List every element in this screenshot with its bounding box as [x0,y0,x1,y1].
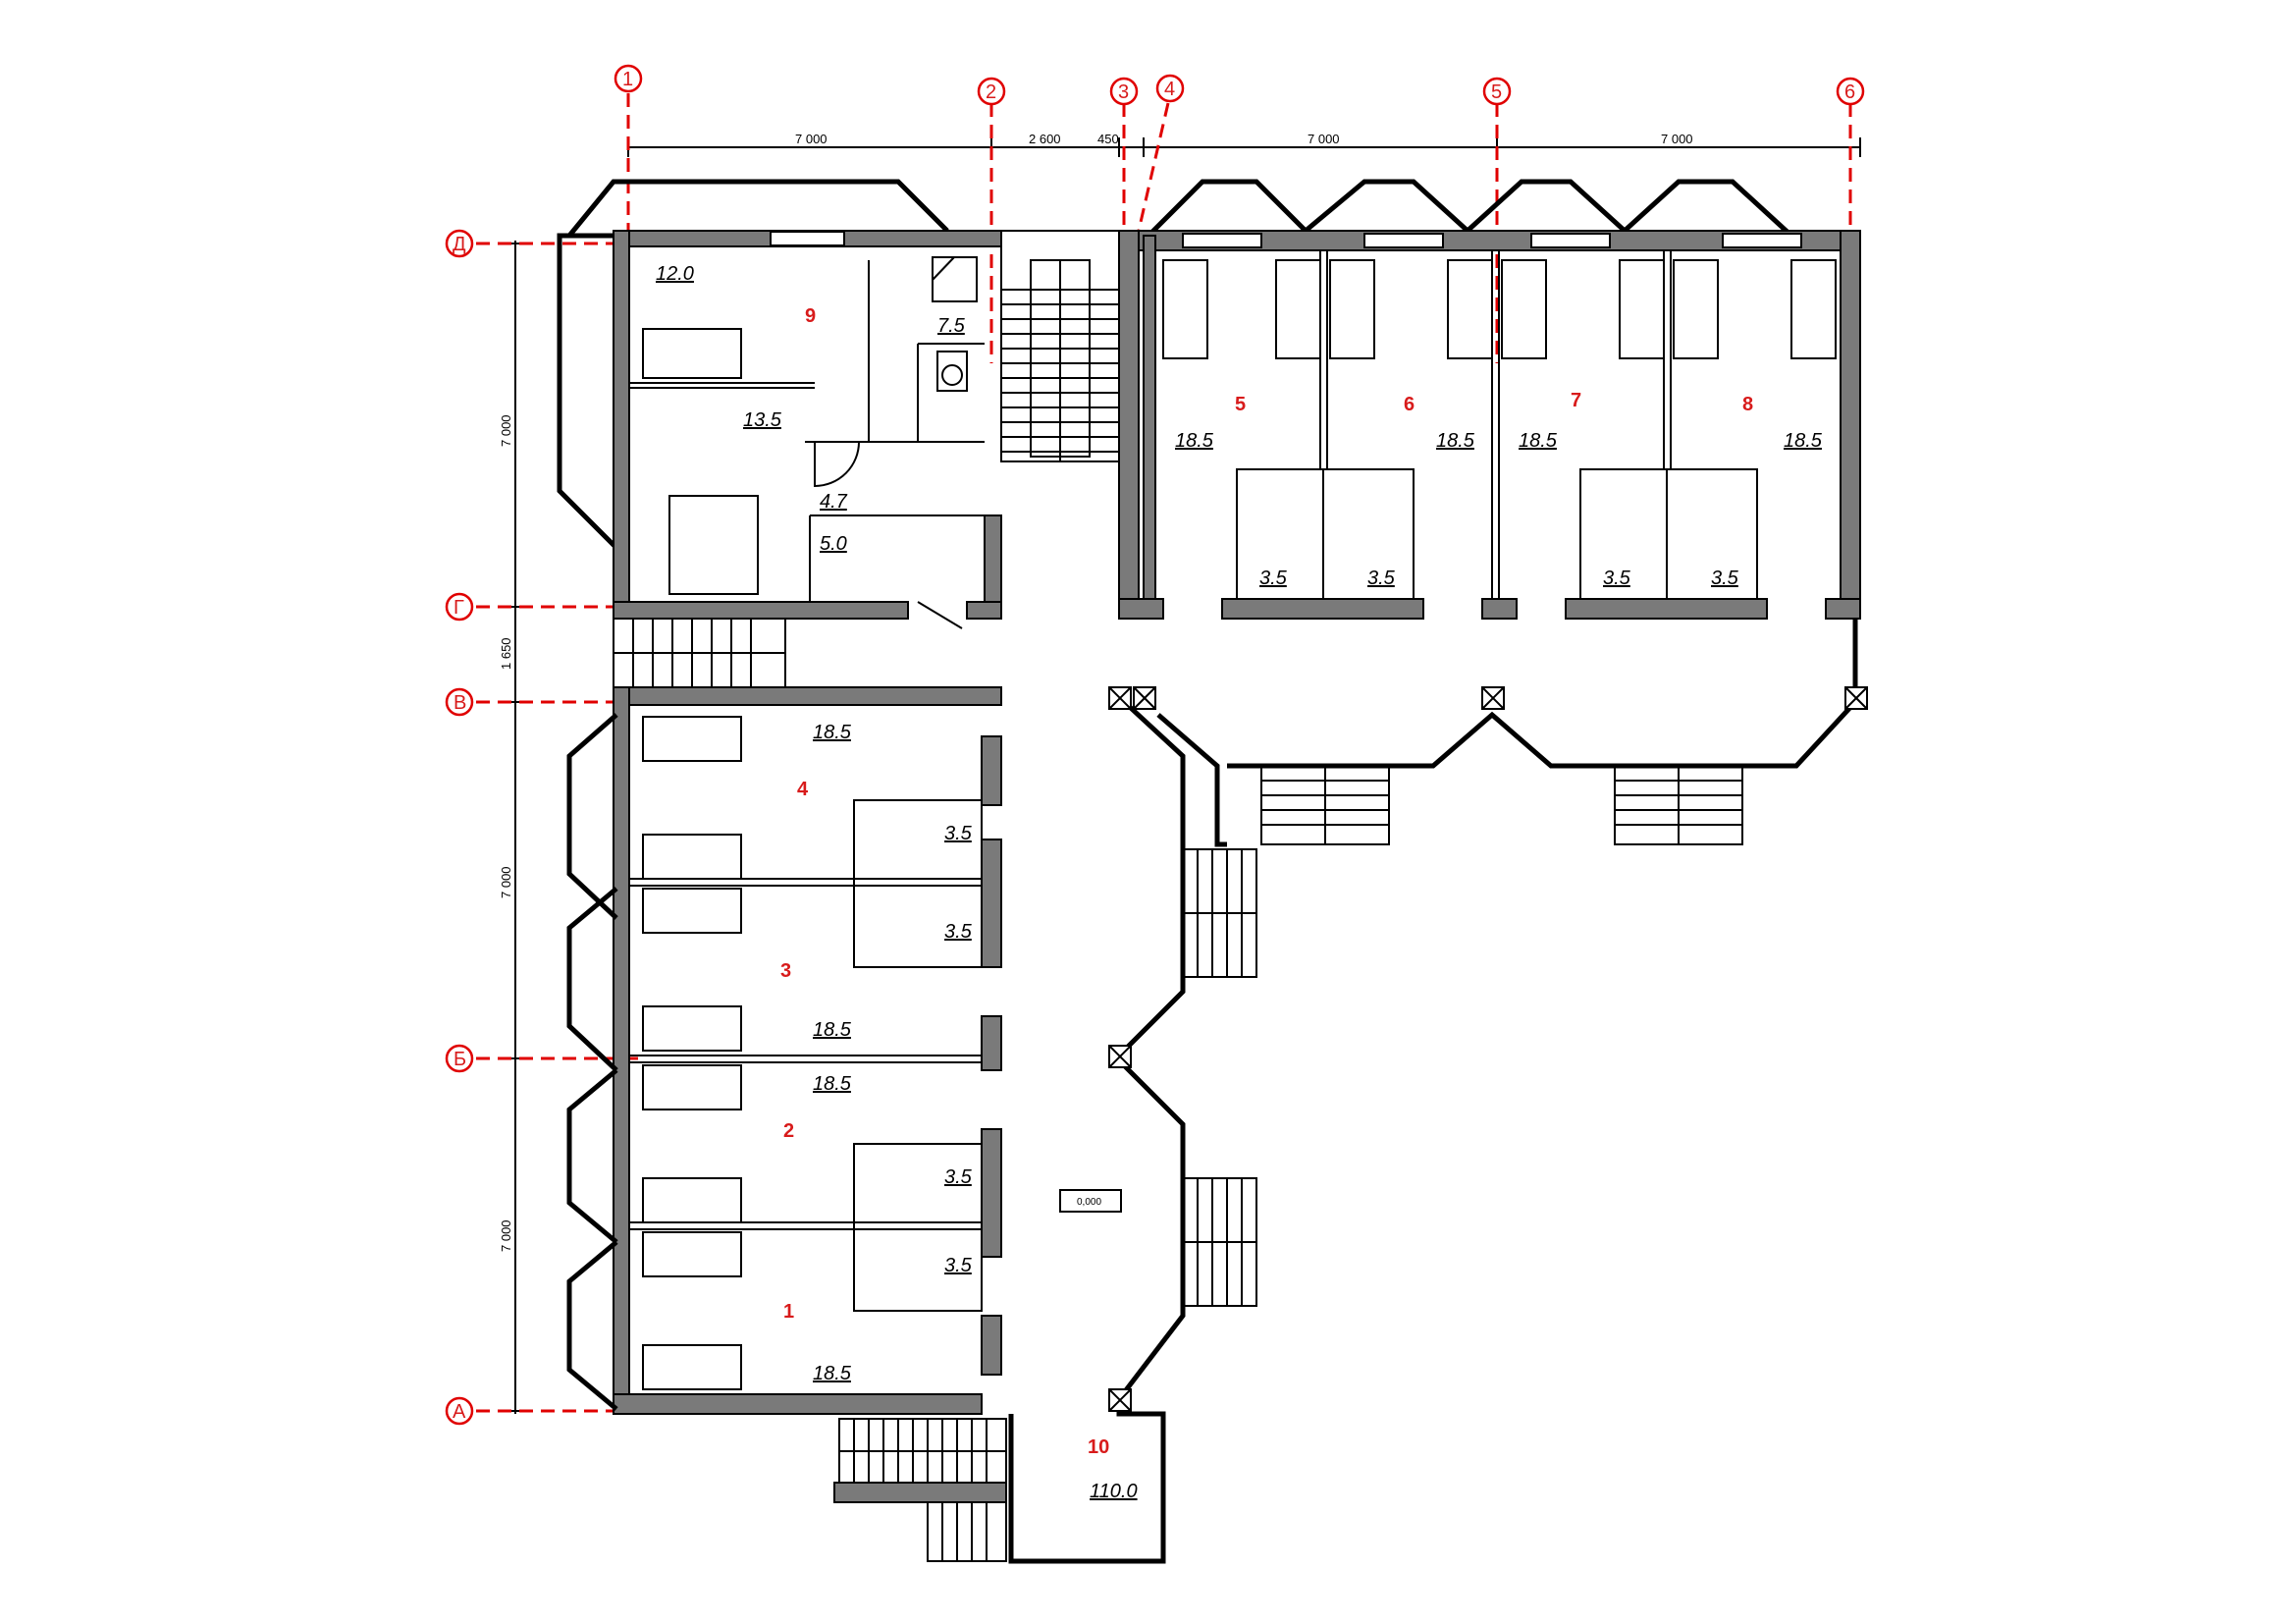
area-5-0: 5.0 [820,533,847,555]
room-number-7: 7 [1571,390,1581,411]
area-room-5: 18.5 [1175,430,1214,452]
block-left-wing [566,686,1002,1415]
axis-bubble-6: 6 [1836,77,1865,106]
room-number-9: 9 [805,305,816,327]
area-room-4: 18.5 [813,722,852,743]
dim-top-5: 7 000 [1661,132,1693,146]
area-bath-1: 3.5 [944,1255,973,1276]
svg-text:4: 4 [1164,79,1175,100]
axis-bubble-5: 5 [1482,77,1512,106]
area-bath-7: 3.5 [1603,568,1631,589]
area-room-8: 18.5 [1784,430,1823,452]
axis-bubbles: 1 2 3 4 5 6 Д Г [445,64,1865,1426]
room-areas: 12.0 13.5 7.5 4.7 5.0 18.5 18.5 18.5 18.… [656,263,1823,1502]
room-number-4: 4 [797,779,809,800]
dim-top-2: 2 600 [1029,132,1061,146]
room-number-8: 8 [1742,394,1753,415]
dim-top-3: 450 [1097,132,1119,146]
area-room-1: 18.5 [813,1363,852,1384]
room-number-10: 10 [1088,1436,1109,1458]
left-dimension-chain: 7 000 1 650 7 000 7 000 [499,241,525,1414]
area-room-6: 18.5 [1436,430,1475,452]
area-room-9: 12.0 [656,263,694,285]
dim-left-1: 7 000 [499,414,513,447]
block-upper-left [557,179,1002,629]
area-room-7: 18.5 [1519,430,1558,452]
svg-text:5: 5 [1491,81,1502,103]
stair-middle [613,618,786,688]
area-4-7: 4.7 [820,491,848,513]
room-number-2: 2 [783,1120,794,1142]
area-13-5: 13.5 [743,409,782,431]
level-mark: 0,000 [1059,1189,1122,1213]
area-bath-3: 3.5 [944,921,973,943]
area-bath-8: 3.5 [1711,568,1739,589]
svg-text:2: 2 [986,81,996,103]
axis-bubble-3: 3 [1109,77,1139,106]
area-bath-4: 3.5 [944,823,973,844]
area-bath-2: 3.5 [944,1166,973,1188]
svg-text:1: 1 [622,69,633,90]
area-room-2: 18.5 [813,1073,852,1095]
dim-left-3: 7 000 [499,866,513,898]
hall-outline [1008,619,1868,1564]
dim-top-4: 7 000 [1308,132,1340,146]
room-number-3: 3 [780,960,791,982]
axis-bubble-B: Б [445,1044,474,1073]
dim-left-4: 7 000 [499,1219,513,1252]
dim-top-1: 7 000 [795,132,828,146]
area-bath-6: 3.5 [1367,568,1396,589]
axis-bubble-1: 1 [614,64,643,93]
room-numbers: 9 5 6 7 8 4 3 2 1 10 [780,305,1753,1458]
svg-text:А: А [453,1401,466,1423]
axis-bubble-G: Г [445,592,474,622]
svg-text:3: 3 [1118,81,1129,103]
block-right [1118,179,1861,620]
axis-bubble-V: В [445,687,474,717]
axis-bubble-D: Д [445,229,474,258]
dim-left-2: 1 650 [499,637,513,670]
room-number-6: 6 [1404,394,1415,415]
svg-text:0,000: 0,000 [1077,1197,1101,1208]
area-room-3: 18.5 [813,1019,852,1041]
axis-bubble-A: А [445,1396,474,1426]
area-room-10: 110.0 [1090,1481,1138,1502]
area-bath-5: 3.5 [1259,568,1288,589]
room-number-1: 1 [783,1301,794,1323]
axis-bubble-2: 2 [977,77,1006,106]
svg-text:В: В [454,692,466,714]
svg-text:Б: Б [454,1049,466,1070]
area-7-5: 7.5 [937,315,966,337]
room-number-5: 5 [1235,394,1246,415]
stair-upper [1000,230,1120,462]
top-dimension-chain: 7 000 2 600 450 7 000 7 000 [627,132,1861,157]
svg-text:6: 6 [1844,81,1855,103]
porch-wall [833,1482,1007,1503]
svg-text:Г: Г [454,597,464,619]
svg-text:Д: Д [453,234,466,255]
axis-bubble-4: 4 [1155,74,1185,103]
